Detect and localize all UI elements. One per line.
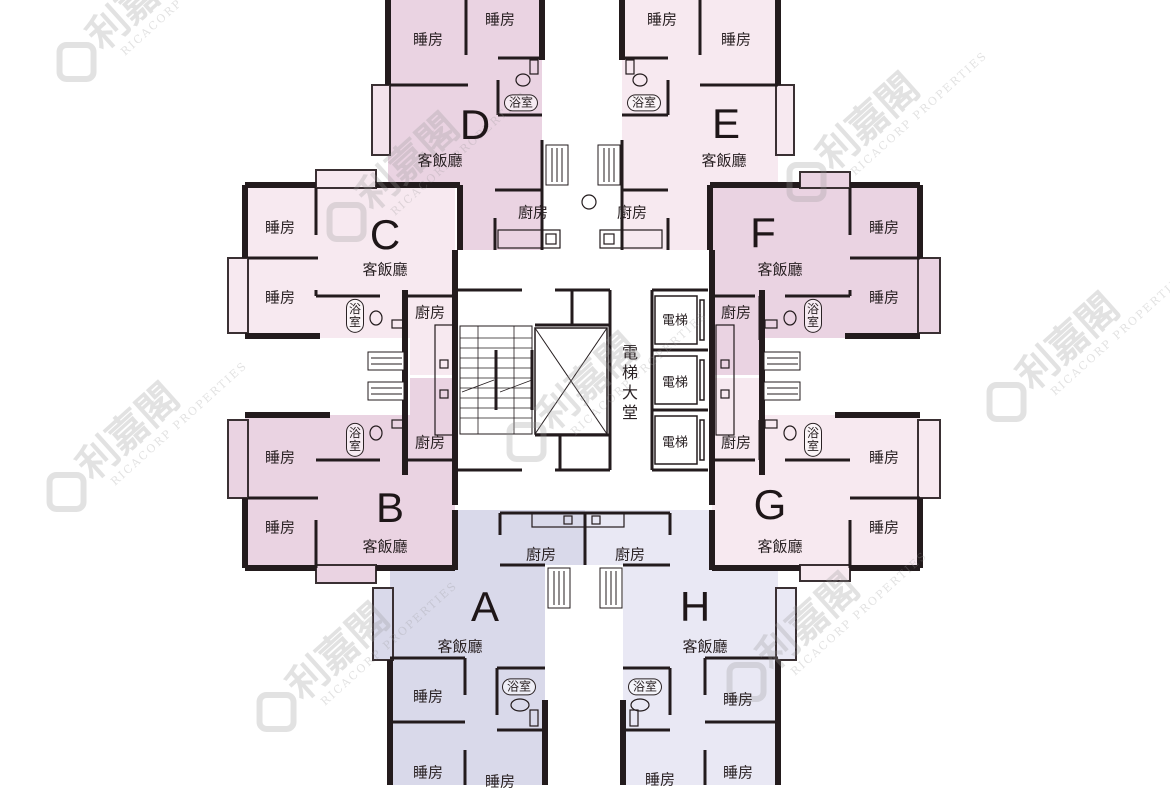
vent-grilles xyxy=(367,144,801,609)
living-dining-label: 客飯廳 xyxy=(682,637,728,656)
bedroom-label: 睡房 xyxy=(412,687,444,706)
bedroom-label: 睡房 xyxy=(484,772,516,791)
bedroom-label: 睡房 xyxy=(412,30,444,49)
bathroom-label: 浴室 xyxy=(804,422,822,458)
unit-d-shape xyxy=(371,0,542,250)
bedroom-label: 睡房 xyxy=(722,690,754,709)
unit-letter: H xyxy=(679,583,711,630)
bathroom-label: 浴室 xyxy=(626,94,662,112)
living-dining-label: 客飯廳 xyxy=(362,537,408,556)
kitchen-label: 廚房 xyxy=(525,545,557,564)
bathroom-label: 浴室 xyxy=(346,422,364,458)
living-dining-label: 客飯廳 xyxy=(362,260,408,279)
bedroom-label: 睡房 xyxy=(722,763,754,782)
bathroom-label: 浴室 xyxy=(804,298,822,334)
unit-letter: B xyxy=(375,484,405,531)
bedroom-label: 睡房 xyxy=(646,10,678,29)
bathroom-label: 浴室 xyxy=(501,678,537,696)
bathroom-label: 浴室 xyxy=(503,94,539,112)
bedroom-label: 睡房 xyxy=(644,770,676,789)
kitchen-label: 廚房 xyxy=(614,545,646,564)
unit-a-shape xyxy=(372,510,585,785)
living-dining-label: 客飯廳 xyxy=(757,537,803,556)
bedroom-label: 睡房 xyxy=(868,518,900,537)
unit-g-shape xyxy=(712,378,941,582)
lift-lobby-label: 電梯大堂 xyxy=(621,343,638,422)
kitchen-label: 廚房 xyxy=(720,433,752,452)
lift-label: 電梯 xyxy=(661,313,689,329)
unit-b-shape xyxy=(227,378,455,584)
unit-letter: D xyxy=(459,101,491,148)
bedroom-label: 睡房 xyxy=(720,30,752,49)
bedroom-label: 睡房 xyxy=(264,518,296,537)
unit-f-shape xyxy=(712,171,941,375)
bedroom-label: 睡房 xyxy=(868,448,900,467)
kitchen-label: 廚房 xyxy=(414,303,446,322)
core-structures xyxy=(458,288,708,472)
bedroom-label: 睡房 xyxy=(868,218,900,237)
unit-letter: G xyxy=(753,481,787,528)
bedroom-label: 睡房 xyxy=(412,763,444,782)
bedroom-label: 睡房 xyxy=(264,448,296,467)
unit-e-shape xyxy=(622,0,795,250)
living-dining-label: 客飯廳 xyxy=(417,151,463,170)
unit-letter: F xyxy=(750,209,776,256)
kitchen-label: 廚房 xyxy=(616,203,648,222)
bedroom-label: 睡房 xyxy=(484,10,516,29)
kitchen-label: 廚房 xyxy=(720,303,752,322)
bathroom-label: 浴室 xyxy=(346,298,364,334)
living-dining-label: 客飯廳 xyxy=(701,151,747,170)
bedroom-label: 睡房 xyxy=(264,218,296,237)
exterior-walls xyxy=(242,0,923,785)
bedroom-label: 睡房 xyxy=(264,288,296,307)
living-dining-label: 客飯廳 xyxy=(757,260,803,279)
lift-label: 電梯 xyxy=(661,435,689,451)
unit-letter: A xyxy=(470,583,500,630)
kitchen-label: 廚房 xyxy=(414,433,446,452)
unit-letter: C xyxy=(369,211,401,258)
bathroom-label: 浴室 xyxy=(627,678,663,696)
interior-walls xyxy=(248,0,920,785)
fixtures xyxy=(369,59,797,727)
kitchen-label: 廚房 xyxy=(517,203,549,222)
bedroom-label: 睡房 xyxy=(868,288,900,307)
living-dining-label: 客飯廳 xyxy=(437,637,483,656)
unit-h-shape xyxy=(585,510,797,785)
lift-label: 電梯 xyxy=(661,375,689,391)
unit-letter: E xyxy=(711,100,741,147)
unit-c-shape xyxy=(227,169,455,375)
